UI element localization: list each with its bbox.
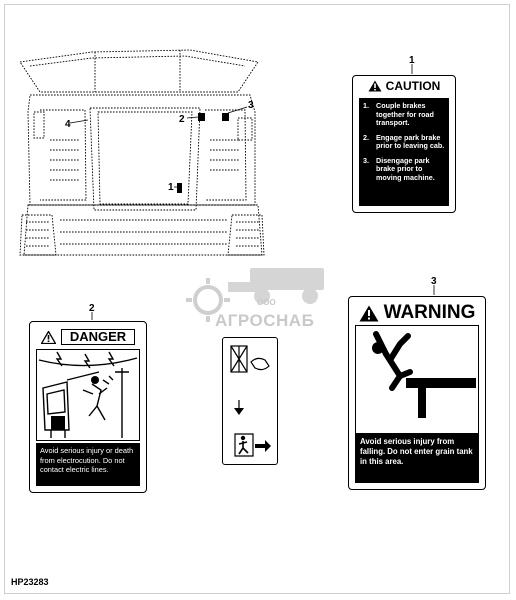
caution-item: 2. Engage park brake prior to leaving ca…	[363, 132, 445, 151]
figure-frame	[4, 4, 510, 594]
callout-1: 1	[168, 182, 174, 193]
warning-signal-word: WARNING	[383, 302, 476, 323]
warning-header: WARNING	[355, 301, 479, 325]
caution-header: CAUTION	[353, 76, 455, 96]
caution-decal: CAUTION 1. Couple brakes together for ro…	[352, 75, 456, 213]
caution-item: 1. Couple brakes together for road trans…	[363, 101, 445, 128]
caution-item: 3. Disengage park brake prior to moving …	[363, 155, 445, 183]
figure-id: HP23283	[11, 577, 49, 587]
decal-location-3-mark	[222, 113, 229, 121]
warning-triangle-icon	[368, 80, 382, 92]
caution-signal-word: CAUTION	[385, 79, 441, 93]
warning-triangle-icon	[40, 330, 56, 344]
falling-person-icon	[372, 331, 476, 418]
warning-decal: WARNING Avoid serious injury from fallin…	[348, 296, 486, 490]
danger-decal: DANGER Avoid serious injury or death fro…	[29, 321, 147, 493]
caution-ref-number: 1	[409, 55, 415, 66]
caution-panel: 1. Couple brakes together for road trans…	[359, 98, 449, 206]
warning-ref-number: 3	[431, 276, 437, 287]
decal-location-2-mark	[198, 113, 205, 121]
danger-signal-word: DANGER	[60, 329, 136, 345]
watermark-gear-icon	[186, 278, 230, 322]
electrocution-icon	[38, 351, 138, 438]
watermark-tractor-icon	[228, 268, 324, 304]
watermark-prefix: ООО	[257, 298, 276, 307]
warning-message: Avoid serious injury from falling. Do no…	[355, 433, 479, 483]
caution-item-text: Disengage park brake prior to moving mac…	[376, 155, 435, 182]
callout-3: 3	[248, 100, 254, 111]
caution-item-number: 3.	[363, 155, 369, 165]
exit-cab-pictorial-decal	[222, 337, 278, 465]
danger-header: DANGER	[36, 328, 140, 346]
danger-ref-number: 2	[89, 303, 95, 314]
danger-message: Avoid serious injury or death from elect…	[36, 443, 140, 486]
callout-4: 4	[65, 119, 71, 130]
caution-item-number: 2.	[363, 132, 369, 142]
exit-cab-icon	[230, 345, 271, 457]
warning-triangle-icon	[359, 305, 379, 321]
decal-location-1-mark	[177, 183, 182, 193]
caution-item-number: 1.	[363, 101, 369, 110]
callout-2: 2	[179, 114, 185, 125]
caution-item-text: Couple brakes together for road transpor…	[376, 101, 434, 127]
falling-pictogram	[355, 325, 479, 433]
caution-item-text: Engage park brake prior to leaving cab.	[376, 132, 445, 150]
electrocution-pictogram	[36, 349, 140, 441]
watermark-brand: АГРОСНАБ	[215, 311, 315, 330]
